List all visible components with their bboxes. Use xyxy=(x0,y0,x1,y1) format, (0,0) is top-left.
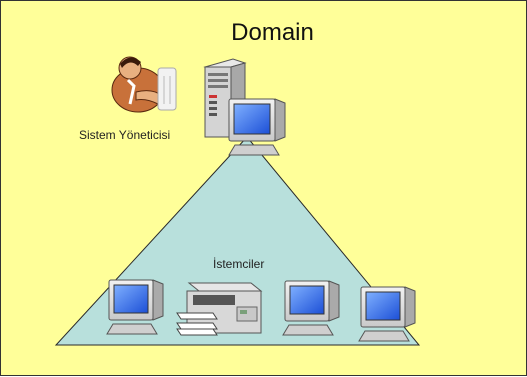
diagram-title: Domain xyxy=(231,19,314,46)
monitor-icon xyxy=(228,98,286,156)
admin-label: Sistem Yöneticisi xyxy=(79,128,171,142)
monitor-icon xyxy=(358,286,416,342)
monitor-icon xyxy=(282,280,340,336)
printer-icon xyxy=(176,282,263,336)
clients-label: İstemciler xyxy=(213,257,265,271)
admin-person-icon xyxy=(111,56,177,113)
monitor-icon xyxy=(106,279,164,335)
